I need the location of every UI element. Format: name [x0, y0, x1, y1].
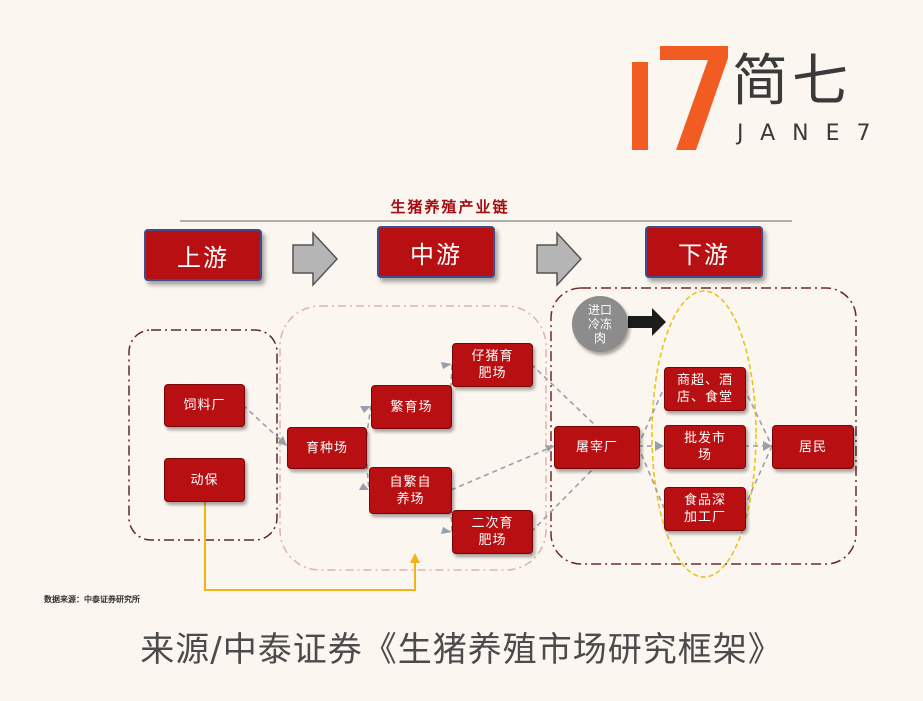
stage-downstream: 下游 [645, 226, 763, 278]
import-arrow-icon [628, 308, 666, 336]
downstream-region [550, 287, 857, 565]
diagram-title: 生猪养殖产业链 [390, 198, 510, 216]
upstream-region [128, 329, 278, 541]
node-slaughterhouse: 屠宰厂 [554, 426, 640, 469]
node-food-processing: 食品深 加工厂 [664, 487, 746, 531]
node-animal-health: 动保 [164, 458, 245, 502]
node-secondary-fattening-farm: 二次育 肥场 [452, 510, 533, 554]
supply-link [204, 500, 416, 591]
source-note: 数据来源：中泰证券研究所 [44, 595, 140, 604]
brand-logo-icon [632, 46, 728, 150]
stage-midstream: 中游 [377, 226, 495, 278]
caption: 来源/中泰证券《生猪养殖市场研究框架》 [140, 630, 783, 670]
node-residents: 居民 [772, 425, 854, 469]
retail-highlight-ellipse [651, 290, 757, 578]
brand-name-en: JANE7 [737, 121, 888, 146]
title-underline [180, 220, 792, 222]
stage-arrow-icon [292, 231, 339, 287]
brand-name: 简七 [732, 49, 852, 114]
stage-arrow-icon [536, 231, 583, 287]
node-supermarkets-hotels: 商超、酒 店、食堂 [664, 367, 746, 411]
node-wholesale-market: 批发市 场 [664, 425, 746, 469]
node-breeding-farm: 育种场 [287, 427, 367, 469]
midstream-region [279, 305, 547, 571]
stage-upstream: 上游 [144, 229, 262, 281]
node-piglet-farm: 仔猪育 肥场 [452, 343, 533, 387]
node-self-breeding-farm: 自繁自 养场 [369, 467, 452, 514]
node-feed-mill: 饲料厂 [164, 384, 245, 427]
node-multiplier-farm: 繁育场 [371, 385, 452, 429]
node-imported-frozen-meat: 进口 冷冻 肉 [572, 296, 628, 352]
